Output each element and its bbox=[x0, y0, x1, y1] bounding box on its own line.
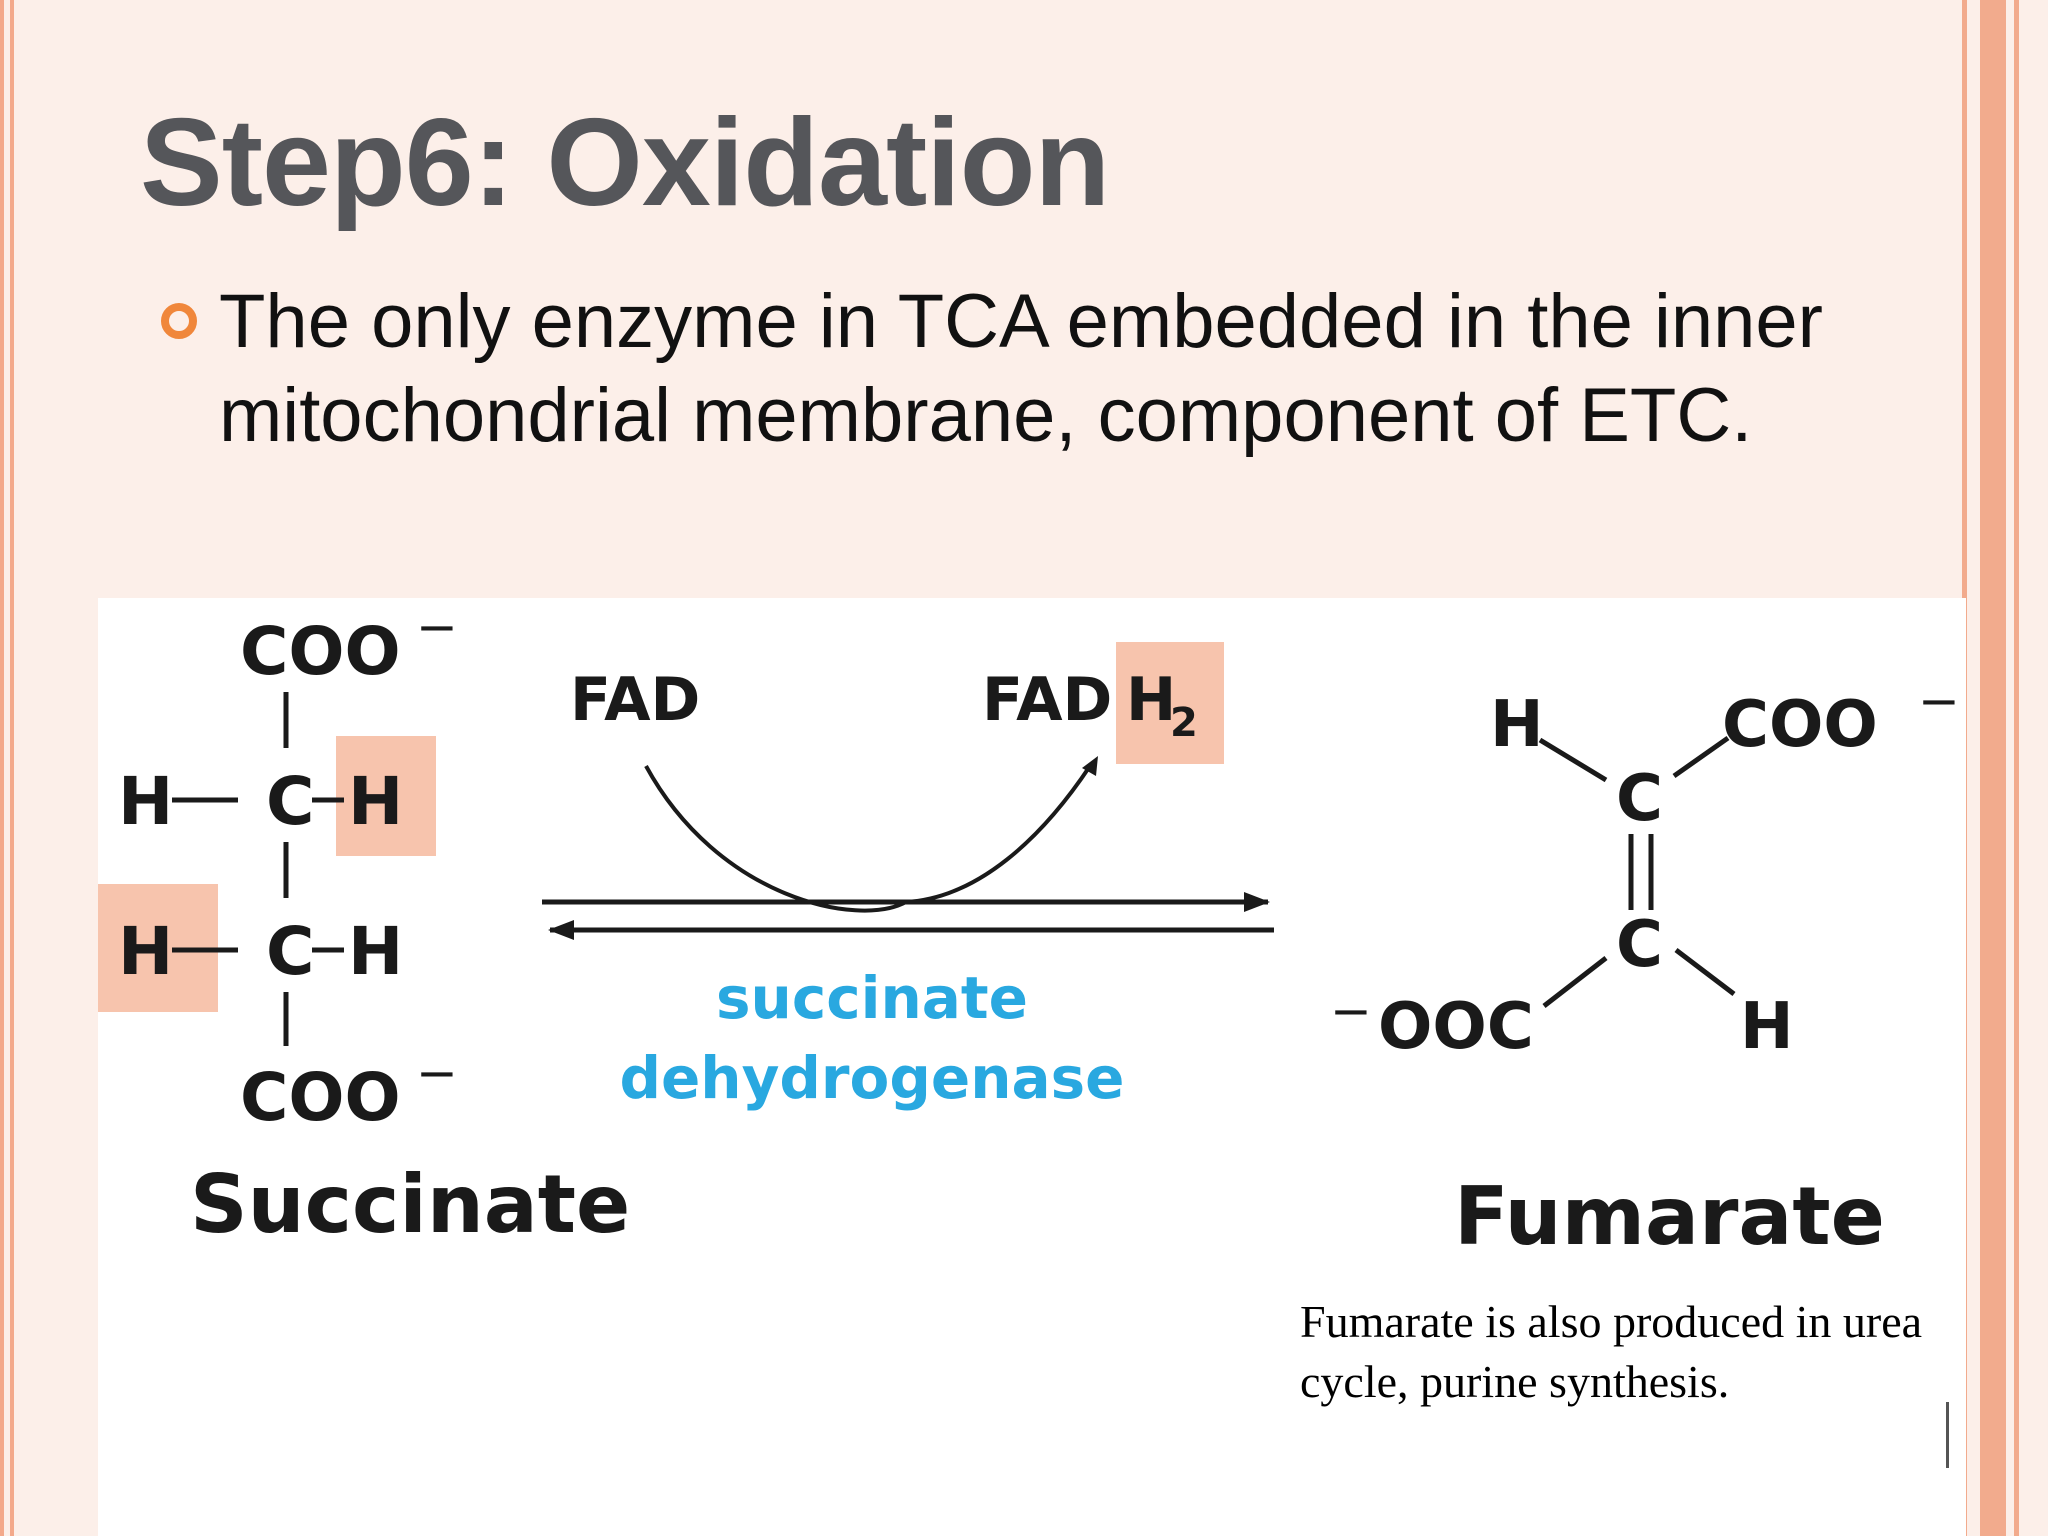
forward-arrowhead bbox=[1244, 892, 1270, 912]
right-stripe-outer bbox=[2014, 0, 2019, 1536]
left-border-line bbox=[0, 0, 4, 1536]
succinate-bonds bbox=[172, 692, 344, 1046]
right-stripe-wide bbox=[1980, 0, 2006, 1536]
fumarate-c-top: C bbox=[1616, 762, 1663, 836]
left-border-line-inner bbox=[10, 0, 14, 1536]
succinate-c2: C bbox=[266, 913, 314, 990]
reverse-arrowhead bbox=[548, 920, 574, 940]
bond-h-c-top bbox=[1538, 737, 1608, 783]
bullet-text: The only enzyme in TCA embedded in the i… bbox=[219, 279, 1823, 458]
succinate-h2-right: H bbox=[348, 913, 403, 990]
succinate-label: Succinate bbox=[190, 1158, 630, 1251]
fumarate-coo-charge: − bbox=[1918, 672, 1960, 730]
succinate-top-coo: COO bbox=[240, 613, 401, 690]
fumarate-coo: COO bbox=[1722, 688, 1878, 762]
fumarate-ooc-charge: − bbox=[1330, 982, 1372, 1040]
slide-title: Step6: Oxidation bbox=[140, 94, 1110, 232]
enzyme-line2: dehydrogenase bbox=[619, 1044, 1124, 1112]
fumarate-h-top: H bbox=[1490, 688, 1544, 762]
succinate-bottom-charge: − bbox=[416, 1044, 458, 1102]
bond-ooc-c-bottom bbox=[1542, 956, 1608, 1008]
succinate-h2-left: H bbox=[118, 913, 173, 990]
fumarate-ooc: OOC bbox=[1378, 990, 1534, 1064]
bond-c-h-bottom bbox=[1674, 948, 1736, 996]
fumarate-label: Fumarate bbox=[1454, 1170, 1885, 1263]
highlight-h-top-right bbox=[336, 736, 436, 856]
reaction-arrows bbox=[542, 756, 1274, 940]
fumarate-bonds bbox=[1538, 735, 1736, 1008]
curved-arrowhead bbox=[1082, 756, 1098, 776]
fad-label: FAD bbox=[570, 665, 700, 735]
enzyme-line1: succinate bbox=[716, 964, 1028, 1032]
text-cursor-mark bbox=[1946, 1402, 1949, 1468]
fadh2-subscript: 2 bbox=[1170, 700, 1198, 746]
succinate-bottom-coo: COO bbox=[240, 1059, 401, 1136]
curved-arrow bbox=[644, 764, 1092, 913]
succinate-h1-left: H bbox=[118, 763, 173, 840]
bullet-circle-icon bbox=[161, 303, 197, 339]
highlight-fadh2-h bbox=[1116, 642, 1224, 764]
reaction-diagram: COO − C H H C H H COO − Succinate bbox=[98, 598, 1966, 1536]
fumarate-structure: H COO − C C − OOC H Fumarate bbox=[1330, 672, 1960, 1263]
succinate-c1: C bbox=[266, 763, 314, 840]
succinate-structure: COO − C H H C H H COO − Succinate bbox=[118, 598, 630, 1251]
succinate-h1-right: H bbox=[348, 763, 403, 840]
succinate-top-charge: − bbox=[416, 598, 458, 656]
fadh2-fad-label: FAD bbox=[982, 665, 1112, 735]
reaction-diagram-svg: COO − C H H C H H COO − Succinate bbox=[98, 598, 1960, 1263]
bond-c-coo bbox=[1672, 735, 1730, 779]
fumarate-note: Fumarate is also produced in urea cycle,… bbox=[1300, 1296, 1923, 1407]
fumarate-c-bottom: C bbox=[1616, 908, 1663, 982]
fadh2-h-label: H bbox=[1126, 665, 1176, 735]
fumarate-h-bottom: H bbox=[1740, 990, 1794, 1064]
